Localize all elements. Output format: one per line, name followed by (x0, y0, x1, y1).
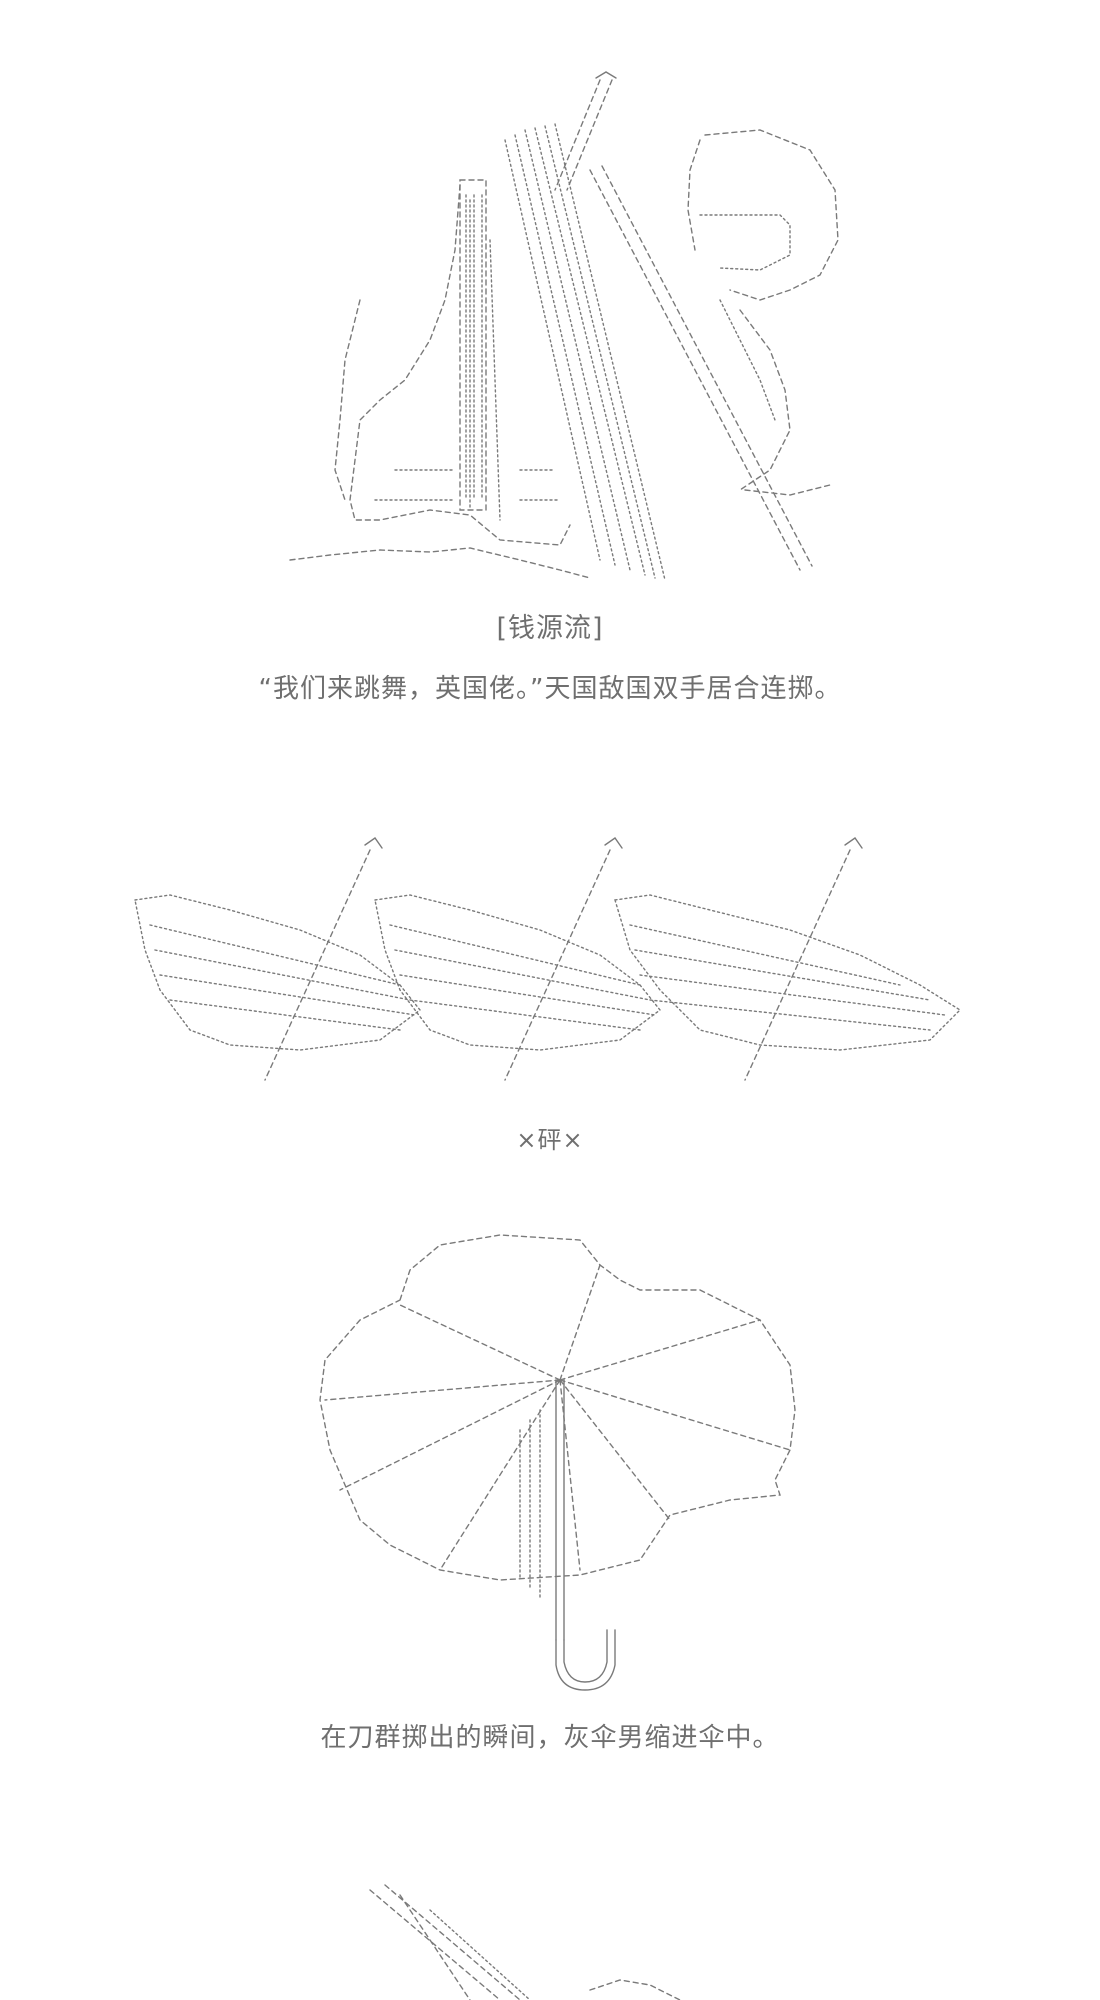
panel-swordsman-illustration (289, 71, 839, 581)
figure-tail (744, 484, 831, 496)
figure-outline (349, 184, 571, 546)
panel-flying-blades (134, 837, 962, 1081)
figure-base (289, 547, 591, 579)
dialogue-text: “我们来跳舞，英国佬。”天国敌国双手居合连掷。 (258, 674, 842, 704)
umbrella-shading (519, 1409, 541, 1601)
long-sword (554, 71, 617, 191)
blade-3 (614, 837, 962, 1081)
figure-cloak (334, 299, 361, 501)
figure-arm (739, 309, 791, 491)
umbrella-shaft (555, 1379, 616, 1691)
umbrella-canopy (319, 1234, 796, 1581)
umbrella-ribs (324, 1264, 791, 1571)
knife-streaks (504, 123, 666, 581)
cross-sword (589, 165, 813, 571)
figure-head (687, 129, 839, 421)
narration-text: 在刀群掷出的瞬间，灰伞男缩进伞中。 (320, 1723, 780, 1753)
body-hatching (374, 199, 561, 521)
panel-next-partial (369, 1884, 681, 2000)
speaker-name-tag: [钱源流] (496, 613, 604, 644)
sound-effect-text: ×砰× (516, 1126, 584, 1154)
blade-2 (374, 837, 661, 1081)
panel-open-umbrella (319, 1234, 796, 1691)
blade-stack (459, 179, 487, 511)
blade-1 (134, 837, 421, 1081)
